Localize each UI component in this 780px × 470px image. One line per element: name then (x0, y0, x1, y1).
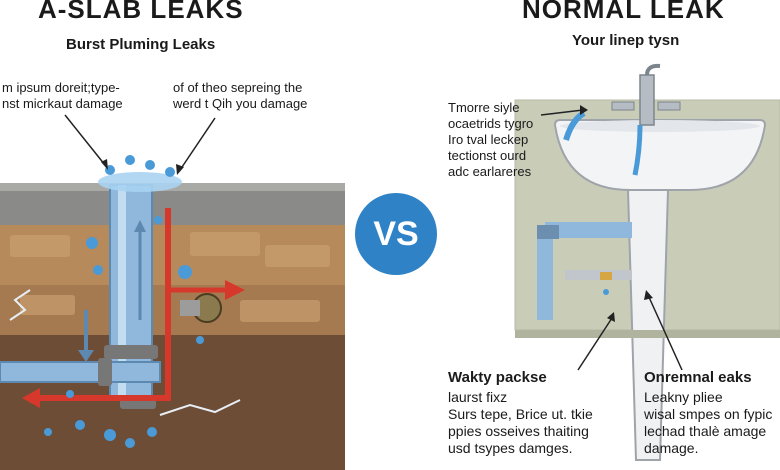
caption-right-title: Onremnal eaks (644, 369, 752, 386)
vs-badge: VS (355, 193, 437, 275)
slab-leaks-title: A-SLAB LEAKS (38, 0, 244, 24)
caption-right-body: Leakny pliee wisal smpes on fypic lechad… (644, 389, 773, 456)
slab-note-left: m ipsum doreit;type- nst micrkaut damage (2, 80, 123, 111)
normal-leak-title: NORMAL LEAK (522, 0, 725, 24)
caption-left-title: Wakty packse (448, 369, 547, 386)
normal-leak-subtitle: Your linep tysn (572, 32, 680, 49)
caption-left-body: laurst fixz Surs tepe, Brice ut. tkie pp… (448, 389, 593, 456)
slab-note-right: of of theo sepreing the werd t Qih you d… (173, 80, 308, 111)
normal-note-top: Tmorre siyle ocaetrids tygro Iro tval le… (448, 100, 534, 179)
slab-leaks-subtitle: Burst Pluming Leaks (66, 36, 216, 53)
